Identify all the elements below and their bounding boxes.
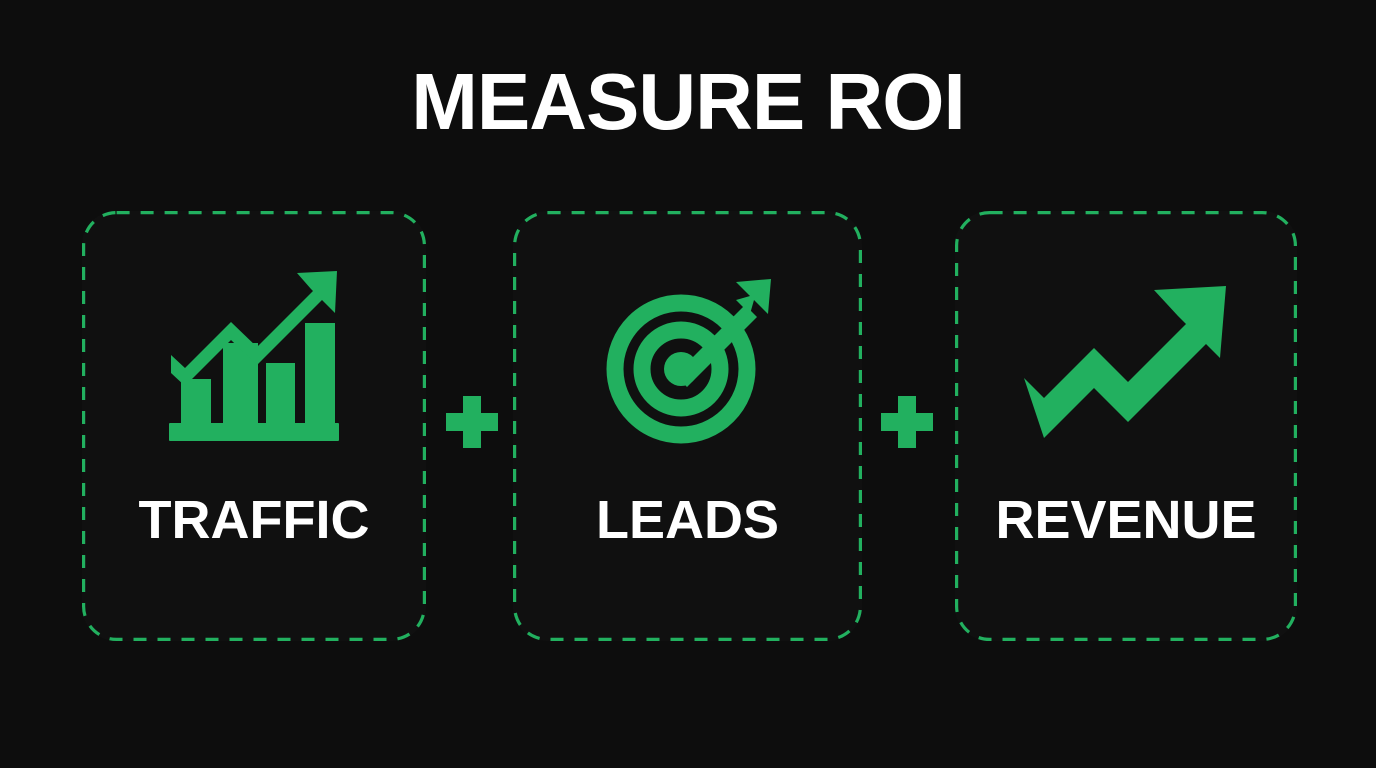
plus-icon-vertical-bar	[898, 396, 916, 448]
target-bullseye-arrow-icon	[513, 257, 862, 467]
metric-card-revenue[interactable]: REVENUE	[955, 211, 1297, 641]
bar-chart-growth-icon	[82, 257, 426, 467]
page-title: MEASURE ROI	[411, 57, 966, 146]
metric-card-label: REVENUE	[995, 490, 1257, 550]
plus-operator-2	[881, 396, 933, 448]
plus-operator-1	[446, 396, 498, 448]
metric-card-label: TRAFFIC	[138, 490, 370, 550]
metric-card-leads[interactable]: LEADS	[513, 211, 862, 641]
metric-card-traffic[interactable]: TRAFFIC	[82, 211, 426, 641]
trending-up-arrow-icon	[955, 257, 1297, 467]
metric-card-label: LEADS	[595, 490, 779, 550]
plus-icon-vertical-bar	[463, 396, 481, 448]
